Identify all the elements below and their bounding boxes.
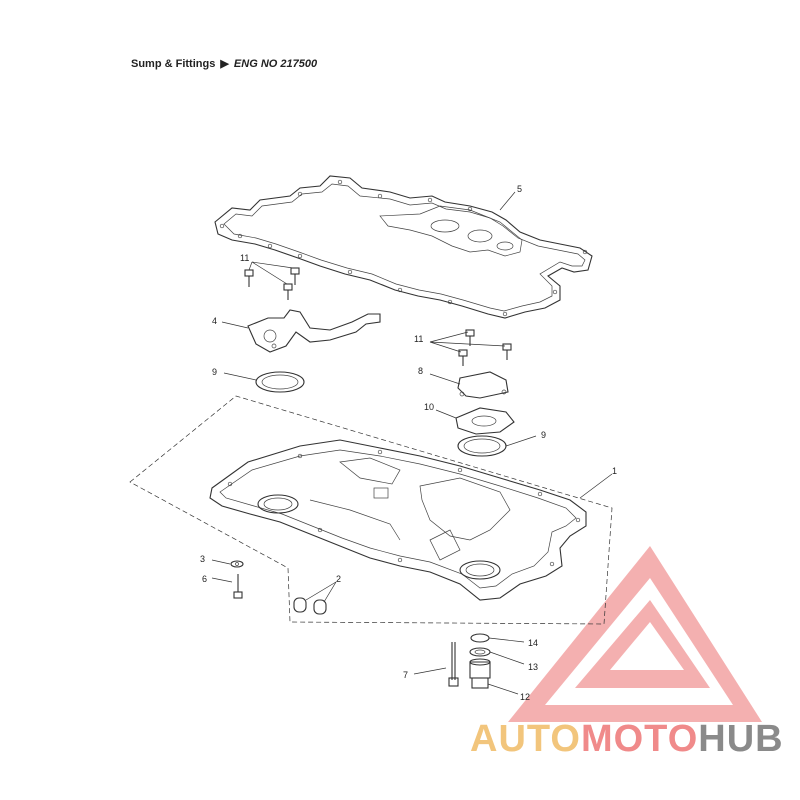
callout-7: 7 [403, 670, 408, 680]
assembly-boundary [129, 395, 613, 625]
callout-5: 5 [517, 184, 522, 194]
callout-13: 13 [528, 662, 538, 672]
watermark-logo-text: AUTOMOTOHUB [470, 718, 784, 761]
part-2-dowels [293, 597, 327, 615]
logo-word-auto: AUTO [470, 718, 581, 760]
part-1-sump [209, 439, 587, 601]
logo-triangle-icon [508, 546, 762, 722]
callout-labels: 1 2 3 4 5 6 7 8 9 9 10 11 11 12 13 14 [200, 184, 617, 702]
callout-12: 12 [520, 692, 530, 702]
callout-2: 2 [336, 574, 341, 584]
part-name: Sump & Fittings [131, 58, 216, 70]
part-13-washer [469, 647, 491, 657]
part-7-long-bolt [448, 642, 459, 687]
callout-3: 3 [200, 554, 205, 564]
part-9-seal-right [457, 435, 507, 457]
part-4-oil-pickup-pipe [247, 309, 381, 353]
callout-9-right: 9 [541, 430, 546, 440]
part-8-cover [457, 371, 509, 399]
engine-number: ENG NO 217500 [233, 58, 318, 70]
callout-6: 6 [202, 574, 207, 584]
callout-1: 1 [612, 466, 617, 476]
part-5-sump-gasket [214, 175, 593, 319]
part-3-washer [230, 560, 244, 568]
logo-word-moto: MOTO [580, 718, 699, 760]
diagram-title: Sump & Fittings ▶ ENG NO 217500 [131, 57, 317, 70]
callout-10: 10 [424, 402, 434, 412]
part-12-drain-plug [469, 658, 491, 689]
callout-4: 4 [212, 316, 217, 326]
part-11-bolts-left [244, 267, 300, 300]
callout-8: 8 [418, 366, 423, 376]
part-14-o-ring [470, 633, 490, 643]
callout-11-left: 11 [240, 253, 249, 263]
callout-11-right: 11 [414, 334, 423, 344]
leader-lines [211, 191, 613, 695]
part-11-bolts-right [458, 329, 512, 366]
logo-word-hub: HUB [698, 718, 784, 760]
callout-14: 14 [528, 638, 538, 648]
arrow-icon: ▶ [220, 58, 229, 70]
part-9-seal-left [255, 371, 305, 393]
part-10-plate [455, 407, 515, 435]
part-6-bolt [233, 574, 243, 599]
callout-9-left: 9 [212, 367, 217, 377]
